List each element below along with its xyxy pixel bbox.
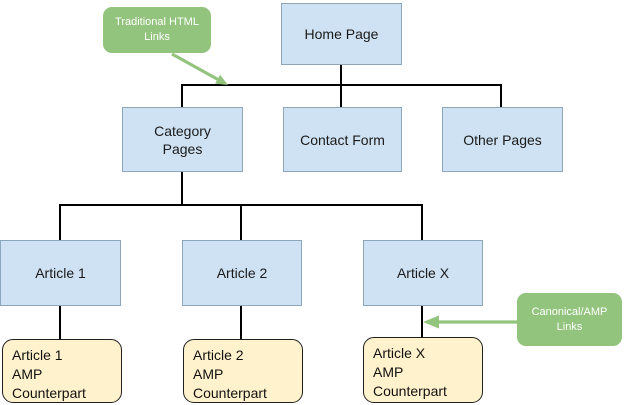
connector-to-article1: [59, 204, 61, 240]
connector-to-articlex: [421, 204, 423, 240]
callout-label: Canonical/AMP: [531, 305, 608, 318]
node-category-pages: Category Pages: [122, 107, 243, 172]
node-label: Pages: [162, 140, 203, 157]
callout-label: Links: [144, 31, 170, 43]
arrow-traditional-links-icon: [171, 52, 228, 85]
arrow-canonical-links-icon: [423, 315, 518, 329]
node-label: Other Pages: [463, 131, 542, 148]
node-label: Article 1: [35, 265, 86, 281]
node-label: Counterpart: [12, 385, 86, 401]
node-label: Contact Form: [300, 131, 385, 148]
callout-traditional-html-links: Traditional HTML Links: [103, 7, 211, 53]
connector-category-down: [181, 172, 183, 206]
connector-to-contact: [340, 84, 342, 107]
connector-to-other: [500, 84, 502, 107]
connector-to-article2: [240, 204, 242, 240]
node-home-page: Home Page: [281, 3, 402, 65]
node-label: Article 2: [193, 347, 244, 363]
node-label: Article 2: [216, 265, 268, 281]
connector-to-category: [181, 84, 183, 107]
node-label: AMP: [193, 366, 224, 382]
node-article-x: Article X: [363, 240, 483, 306]
node-label: AMP: [12, 366, 43, 382]
node-other-pages: Other Pages: [442, 107, 563, 172]
node-label: Article X: [373, 345, 426, 361]
node-article-1: Article 1: [0, 240, 121, 306]
node-label: Category: [154, 122, 211, 139]
node-label: AMP: [373, 364, 404, 380]
connector-articlex-amp: [421, 306, 423, 337]
node-label: Counterpart: [193, 385, 267, 401]
node-label: Article X: [396, 265, 450, 281]
callout-canonical-amp-links: Canonical/AMP Links: [517, 293, 622, 346]
callout-label: Traditional HTML: [115, 16, 199, 28]
node-article1-amp-counterpart: Article 1 AMP Counterpart: [2, 339, 122, 403]
node-article-2: Article 2: [182, 240, 302, 306]
connector-article2-amp: [240, 306, 242, 339]
connector-home-down: [340, 64, 342, 86]
node-label: Counterpart: [373, 383, 447, 399]
node-article2-amp-counterpart: Article 2 AMP Counterpart: [183, 339, 303, 403]
node-articlex-amp-counterpart: Article X AMP Counterpart: [363, 337, 483, 403]
node-contact-form: Contact Form: [283, 107, 402, 172]
callout-label: Links: [556, 320, 583, 333]
connector-article1-amp: [59, 306, 61, 339]
node-label: Article 1: [12, 347, 63, 363]
node-label: Home Page: [304, 26, 379, 42]
